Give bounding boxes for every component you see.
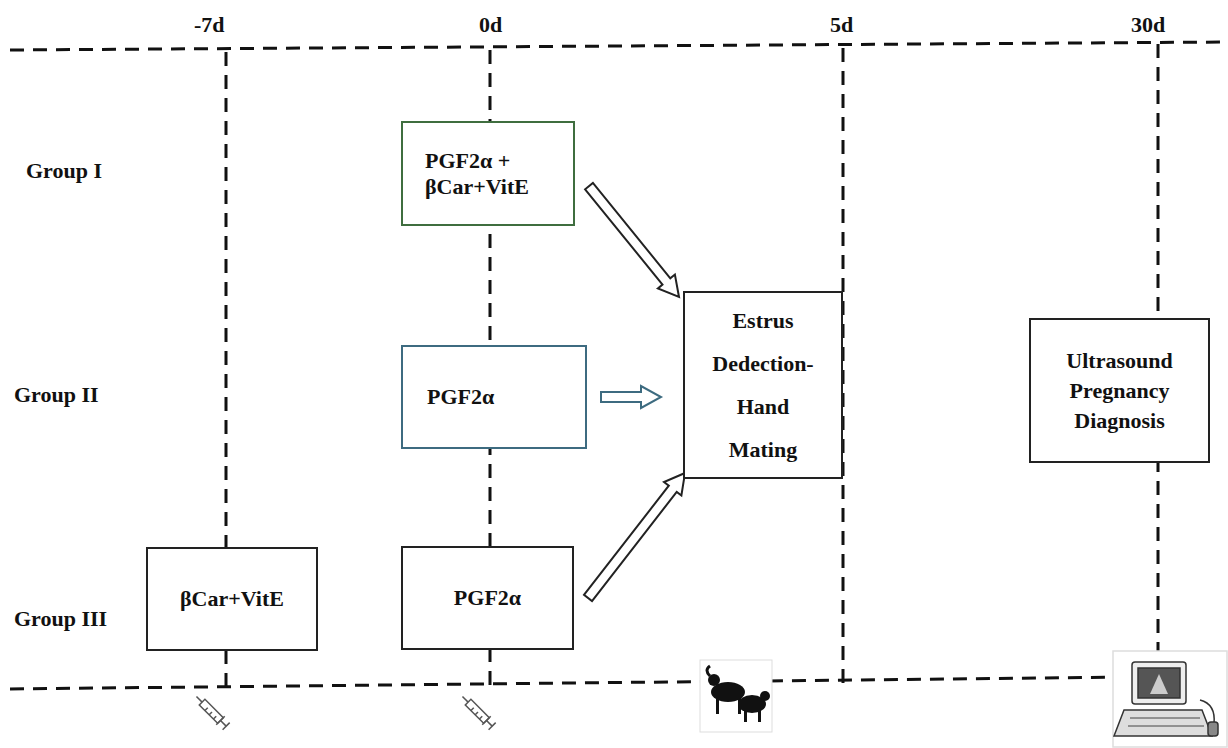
top-dashed-line bbox=[10, 42, 1228, 50]
box-text: PGF2α bbox=[427, 384, 573, 410]
treatment-box: PGF2α + βCar+VitE bbox=[401, 121, 575, 226]
ultrasound-icon bbox=[1113, 651, 1227, 747]
group-label: Group III bbox=[12, 606, 109, 632]
hollow-arrow bbox=[584, 473, 685, 601]
box-text: Estrus Dedection- Hand Mating bbox=[709, 299, 817, 471]
box-text: PGF2α + βCar+VitE bbox=[425, 148, 561, 200]
box-text: Ultrasound Pregnancy Diagnosis bbox=[1041, 346, 1198, 436]
box-text: βCar+VitE bbox=[158, 586, 306, 612]
day-label: 5d bbox=[828, 12, 855, 38]
box-text: PGF2α bbox=[413, 585, 562, 611]
syringe-icon bbox=[192, 692, 230, 730]
process-box: Estrus Dedection- Hand Mating bbox=[683, 291, 843, 479]
day-label: 0d bbox=[477, 12, 504, 38]
bottom-dashed-line bbox=[10, 676, 1228, 689]
sheep-icon bbox=[700, 660, 772, 732]
group-label: Group II bbox=[12, 382, 101, 408]
hollow-arrow bbox=[601, 386, 661, 408]
day-label: 30d bbox=[1129, 12, 1167, 38]
group-label: Group I bbox=[24, 158, 104, 184]
hollow-arrow bbox=[585, 183, 679, 297]
day-label: -7d bbox=[192, 12, 227, 38]
treatment-box: PGF2α bbox=[401, 546, 574, 650]
process-box: Ultrasound Pregnancy Diagnosis bbox=[1029, 318, 1210, 463]
syringe-icon bbox=[458, 692, 496, 730]
treatment-box: PGF2α bbox=[401, 345, 587, 449]
treatment-box: βCar+VitE bbox=[146, 547, 318, 651]
